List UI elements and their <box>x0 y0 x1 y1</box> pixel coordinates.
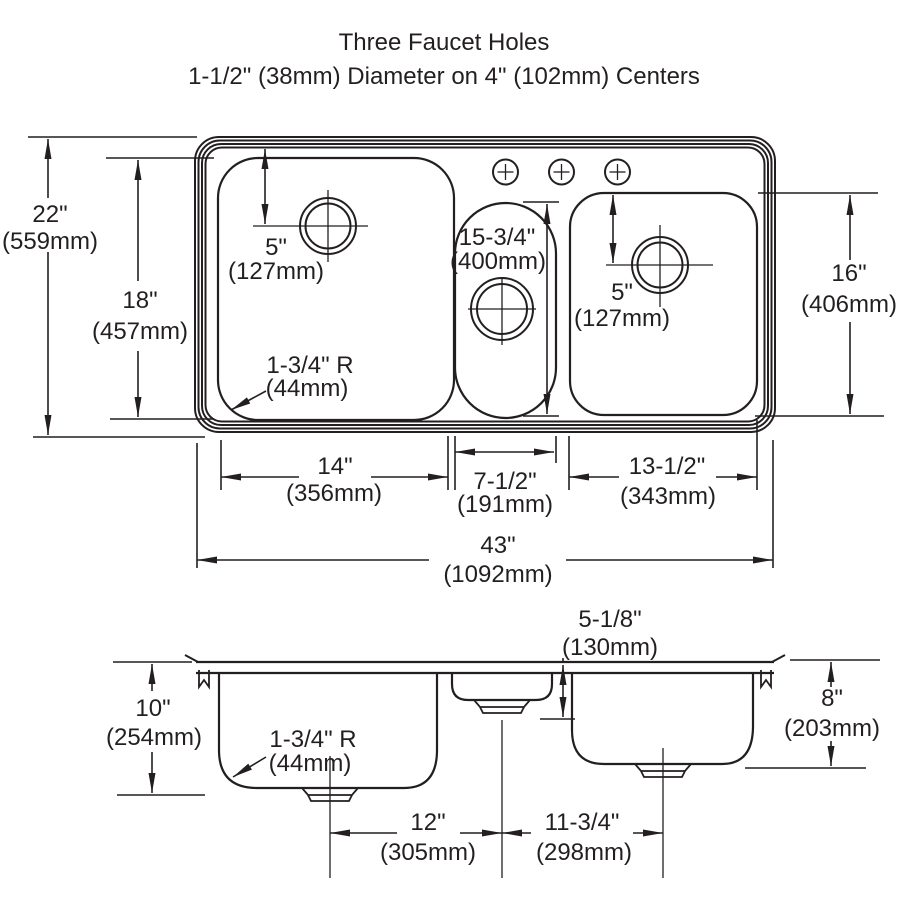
dim-overall-depth: 22" (559mm) <box>2 136 205 438</box>
dim-left-to-center-drain-mm: (305mm) <box>380 839 476 866</box>
center-bowl-profile <box>450 674 554 702</box>
dim-center-bowl-length-mm: (400mm) <box>450 248 546 275</box>
dim-overall-width-mm: (1092mm) <box>443 561 552 588</box>
dim-center-to-right-drain-mm: (298mm) <box>536 839 632 866</box>
dim-right-bowl-width-mm: (343mm) <box>620 483 716 510</box>
dim-bowl-front-back-in: 18" <box>122 287 157 314</box>
title-line2: 1-1/2" (38mm) Diameter on 4" (102mm) Cen… <box>188 63 700 90</box>
dim-center-bowl-depth-mm: (130mm) <box>562 634 658 661</box>
dim-right-bowl-front-back: 16" (406mm) <box>755 192 897 417</box>
dim-bowl-front-back-mm: (457mm) <box>92 318 188 345</box>
faucet-hole-icon <box>604 158 631 186</box>
dim-center-bowl-depth: 5-1/8" (130mm) <box>540 606 658 720</box>
dim-overall-depth-mm: (559mm) <box>2 228 98 255</box>
top-view: 22" (559mm) 18" (457mm) 5" (127mm) 15-3/… <box>2 136 897 588</box>
dim-right-drain-offset-mm: (127mm) <box>574 305 670 332</box>
dim-right-drain-offset-in: 5" <box>611 279 633 306</box>
center-drain <box>468 277 536 345</box>
faucet-holes <box>492 158 631 186</box>
dim-center-bowl-length-in: 15-3/4" <box>459 224 536 251</box>
dim-left-to-center-drain: 12" (305mm) <box>330 809 502 866</box>
dim-left-to-center-drain-in: 12" <box>410 809 445 836</box>
dim-center-bowl-depth-in: 5-1/8" <box>578 606 641 633</box>
dim-center-bowl-length: 15-3/4" (400mm) <box>450 201 559 417</box>
mounting-clip-icon <box>198 670 210 690</box>
dim-center-bowl-width-in: 7-1/2" <box>473 468 536 495</box>
callout-corner-radius-top-in: 1-3/4" R <box>266 352 353 379</box>
left-drain <box>253 190 368 262</box>
dim-left-bowl-depth-mm: (254mm) <box>106 724 202 751</box>
mounting-clip-icon <box>760 670 772 690</box>
dim-right-bowl-front-back-in: 16" <box>831 260 866 287</box>
dim-bowl-front-back: 18" (457mm) <box>92 157 214 420</box>
title-line1: Three Faucet Holes <box>339 29 550 56</box>
dim-center-bowl-width: 7-1/2" (191mm) <box>455 436 557 518</box>
dim-right-bowl-width-in: 13-1/2" <box>629 453 706 480</box>
center-bowl-outline <box>453 201 558 420</box>
right-bowl-outline <box>568 191 759 417</box>
section-view: 10" (254mm) 5-1/8" (130mm) 8" (203mm) 1-… <box>106 606 880 878</box>
dim-left-bowl-width-mm: (356mm) <box>286 480 382 507</box>
dim-left-bowl-width: 14" (356mm) <box>220 436 456 507</box>
dim-center-to-right-drain: 11-3/4" (298mm) <box>502 809 663 866</box>
center-drain-fitting <box>473 699 531 714</box>
dim-center-bowl-width-mm: (191mm) <box>457 491 553 518</box>
dim-right-bowl-width: 13-1/2" (343mm) <box>568 420 758 510</box>
sink-rim-outline <box>194 136 776 433</box>
countertop-rim <box>184 654 786 690</box>
title-block: Three Faucet Holes 1-1/2" (38mm) Diamete… <box>188 29 700 90</box>
faucet-hole-icon <box>492 158 519 186</box>
callout-corner-radius-section-in: 1-3/4" R <box>269 726 356 753</box>
callout-corner-radius-section-mm: (44mm) <box>269 750 352 777</box>
dim-overall-width: 43" (1092mm) <box>196 440 774 588</box>
dim-left-drain-offset-in: 5" <box>265 234 287 261</box>
faucet-hole-icon <box>548 158 575 186</box>
dim-overall-width-in: 43" <box>480 532 515 559</box>
dim-right-bowl-front-back-mm: (406mm) <box>801 291 897 318</box>
right-drain <box>606 225 713 307</box>
callout-corner-radius-section: 1-3/4" R (44mm) <box>232 726 357 778</box>
dim-right-drain-offset: 5" (127mm) <box>574 195 670 332</box>
dim-left-bowl-width-in: 14" <box>317 453 352 480</box>
dim-center-to-right-drain-in: 11-3/4" <box>545 809 620 836</box>
dim-left-drain-offset-mm: (127mm) <box>228 258 324 285</box>
callout-corner-radius-top-mm: (44mm) <box>266 375 349 402</box>
dim-right-bowl-depth-mm: (203mm) <box>784 715 880 742</box>
dim-left-bowl-depth: 10" (254mm) <box>106 661 205 796</box>
dim-overall-depth-in: 22" <box>32 201 67 228</box>
callout-corner-radius-top: 1-3/4" R (44mm) <box>230 352 354 411</box>
dim-left-bowl-depth-in: 10" <box>135 695 170 722</box>
dim-right-bowl-depth-in: 8" <box>821 685 843 712</box>
dim-right-bowl-depth: 8" (203mm) <box>745 659 880 769</box>
dim-left-drain-offset: 5" (127mm) <box>228 149 324 285</box>
